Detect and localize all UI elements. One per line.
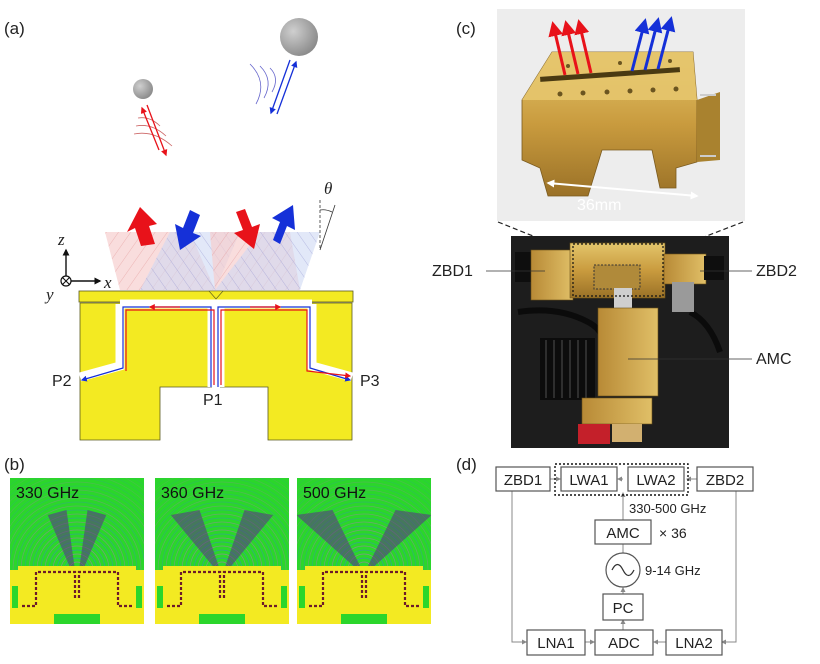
multiplier-label: × 36	[659, 525, 687, 541]
field-simulation-panels: 330 GHz 360 GHz 500 GHz	[10, 478, 431, 624]
block-zbd1-label: ZBD1	[504, 472, 542, 489]
theta-arc	[319, 209, 333, 213]
field-wavefronts	[297, 478, 431, 571]
coordinate-axes	[60, 248, 102, 287]
sine-wave-icon	[611, 563, 635, 577]
block-lna2-label: LNA2	[675, 635, 713, 652]
block-pc: PC	[602, 593, 644, 621]
radiation-lobes	[297, 510, 431, 570]
antenna-photo	[497, 9, 745, 221]
field-panel-2: 360 GHz	[155, 478, 289, 624]
radiation-lobes	[47, 510, 107, 570]
block-lna2: LNA2	[665, 629, 723, 656]
amc-photo-label: AMC	[756, 351, 792, 368]
beam-arrow-red-left	[127, 207, 157, 246]
photo-beam-arrows	[548, 16, 676, 76]
zbd1-photo-label: ZBD1	[432, 263, 473, 280]
block-zbd1: ZBD1	[495, 466, 551, 492]
block-lwa1-label: LWA1	[569, 472, 608, 489]
axis-z-label: z	[57, 230, 65, 249]
block-amc: AMC	[594, 519, 652, 545]
setup-photo	[511, 236, 729, 448]
block-zbd2: ZBD2	[696, 466, 754, 492]
block-amc-label: AMC	[606, 525, 640, 542]
lwa-group-outline	[554, 463, 689, 496]
theta-beam-line	[319, 204, 336, 251]
echo-arrow-large-up	[276, 60, 298, 115]
block-adc-label: ADC	[608, 635, 640, 652]
theta-label: θ	[324, 179, 332, 198]
beam-direction-arrows	[127, 205, 295, 250]
radiation-beams	[105, 232, 320, 290]
antenna-structure	[155, 566, 289, 624]
band-label: 330-500 GHz	[629, 501, 706, 516]
axis-y-label: y	[44, 285, 54, 304]
waveguide-signal-paths	[80, 304, 352, 387]
frequency-label: 360 GHz	[161, 485, 224, 502]
signal-source	[605, 552, 641, 588]
small-target-sphere	[133, 79, 153, 99]
zbd2-photo-label: ZBD2	[756, 263, 797, 280]
block-lwa2: LWA2	[627, 466, 685, 492]
antenna-structure	[10, 566, 144, 624]
block-zbd2-label: ZBD2	[706, 472, 744, 489]
field-wavefronts	[155, 478, 289, 571]
panel-label-c: (c)	[456, 19, 476, 38]
echo-arrow-small-up	[140, 106, 160, 151]
axis-x-label: x	[103, 273, 112, 292]
block-adc: ADC	[594, 629, 654, 656]
waveguide-block-cross-section	[78, 290, 354, 441]
dimension-arrow	[546, 179, 699, 200]
large-target-sphere	[280, 18, 318, 56]
field-panel-1: 330 GHz	[10, 478, 144, 624]
beam-arrow-blue-left	[175, 210, 201, 250]
echo-arrow-large-down	[269, 59, 291, 115]
panel-label-d: (d)	[456, 455, 477, 474]
source-frequency-label: 9-14 GHz	[645, 563, 701, 578]
panel-label-a: (a)	[4, 19, 25, 38]
field-panel-3: 500 GHz	[297, 478, 431, 624]
port-p3-label: P3	[360, 373, 380, 390]
frequency-label: 500 GHz	[303, 485, 366, 502]
beam-arrow-blue-right	[272, 205, 295, 244]
block-lna1: LNA1	[526, 629, 586, 656]
radiation-lobes	[170, 510, 274, 570]
frequency-label: 330 GHz	[16, 485, 79, 502]
beam-arrow-red-right	[234, 209, 260, 249]
panel-label-b: (b)	[4, 455, 25, 474]
block-lwa2-label: LWA2	[636, 472, 675, 489]
dimension-label: 36mm	[577, 197, 621, 214]
large-target-wavefronts	[249, 63, 276, 105]
block-lna1-label: LNA1	[537, 635, 575, 652]
port-p2-label: P2	[52, 373, 72, 390]
field-wavefronts	[10, 478, 144, 571]
antenna-structure	[297, 566, 431, 624]
block-pc-label: PC	[613, 600, 634, 617]
block-lwa1: LWA1	[560, 466, 618, 492]
port-p1-label: P1	[203, 392, 223, 409]
echo-arrow-small-down	[146, 104, 168, 157]
